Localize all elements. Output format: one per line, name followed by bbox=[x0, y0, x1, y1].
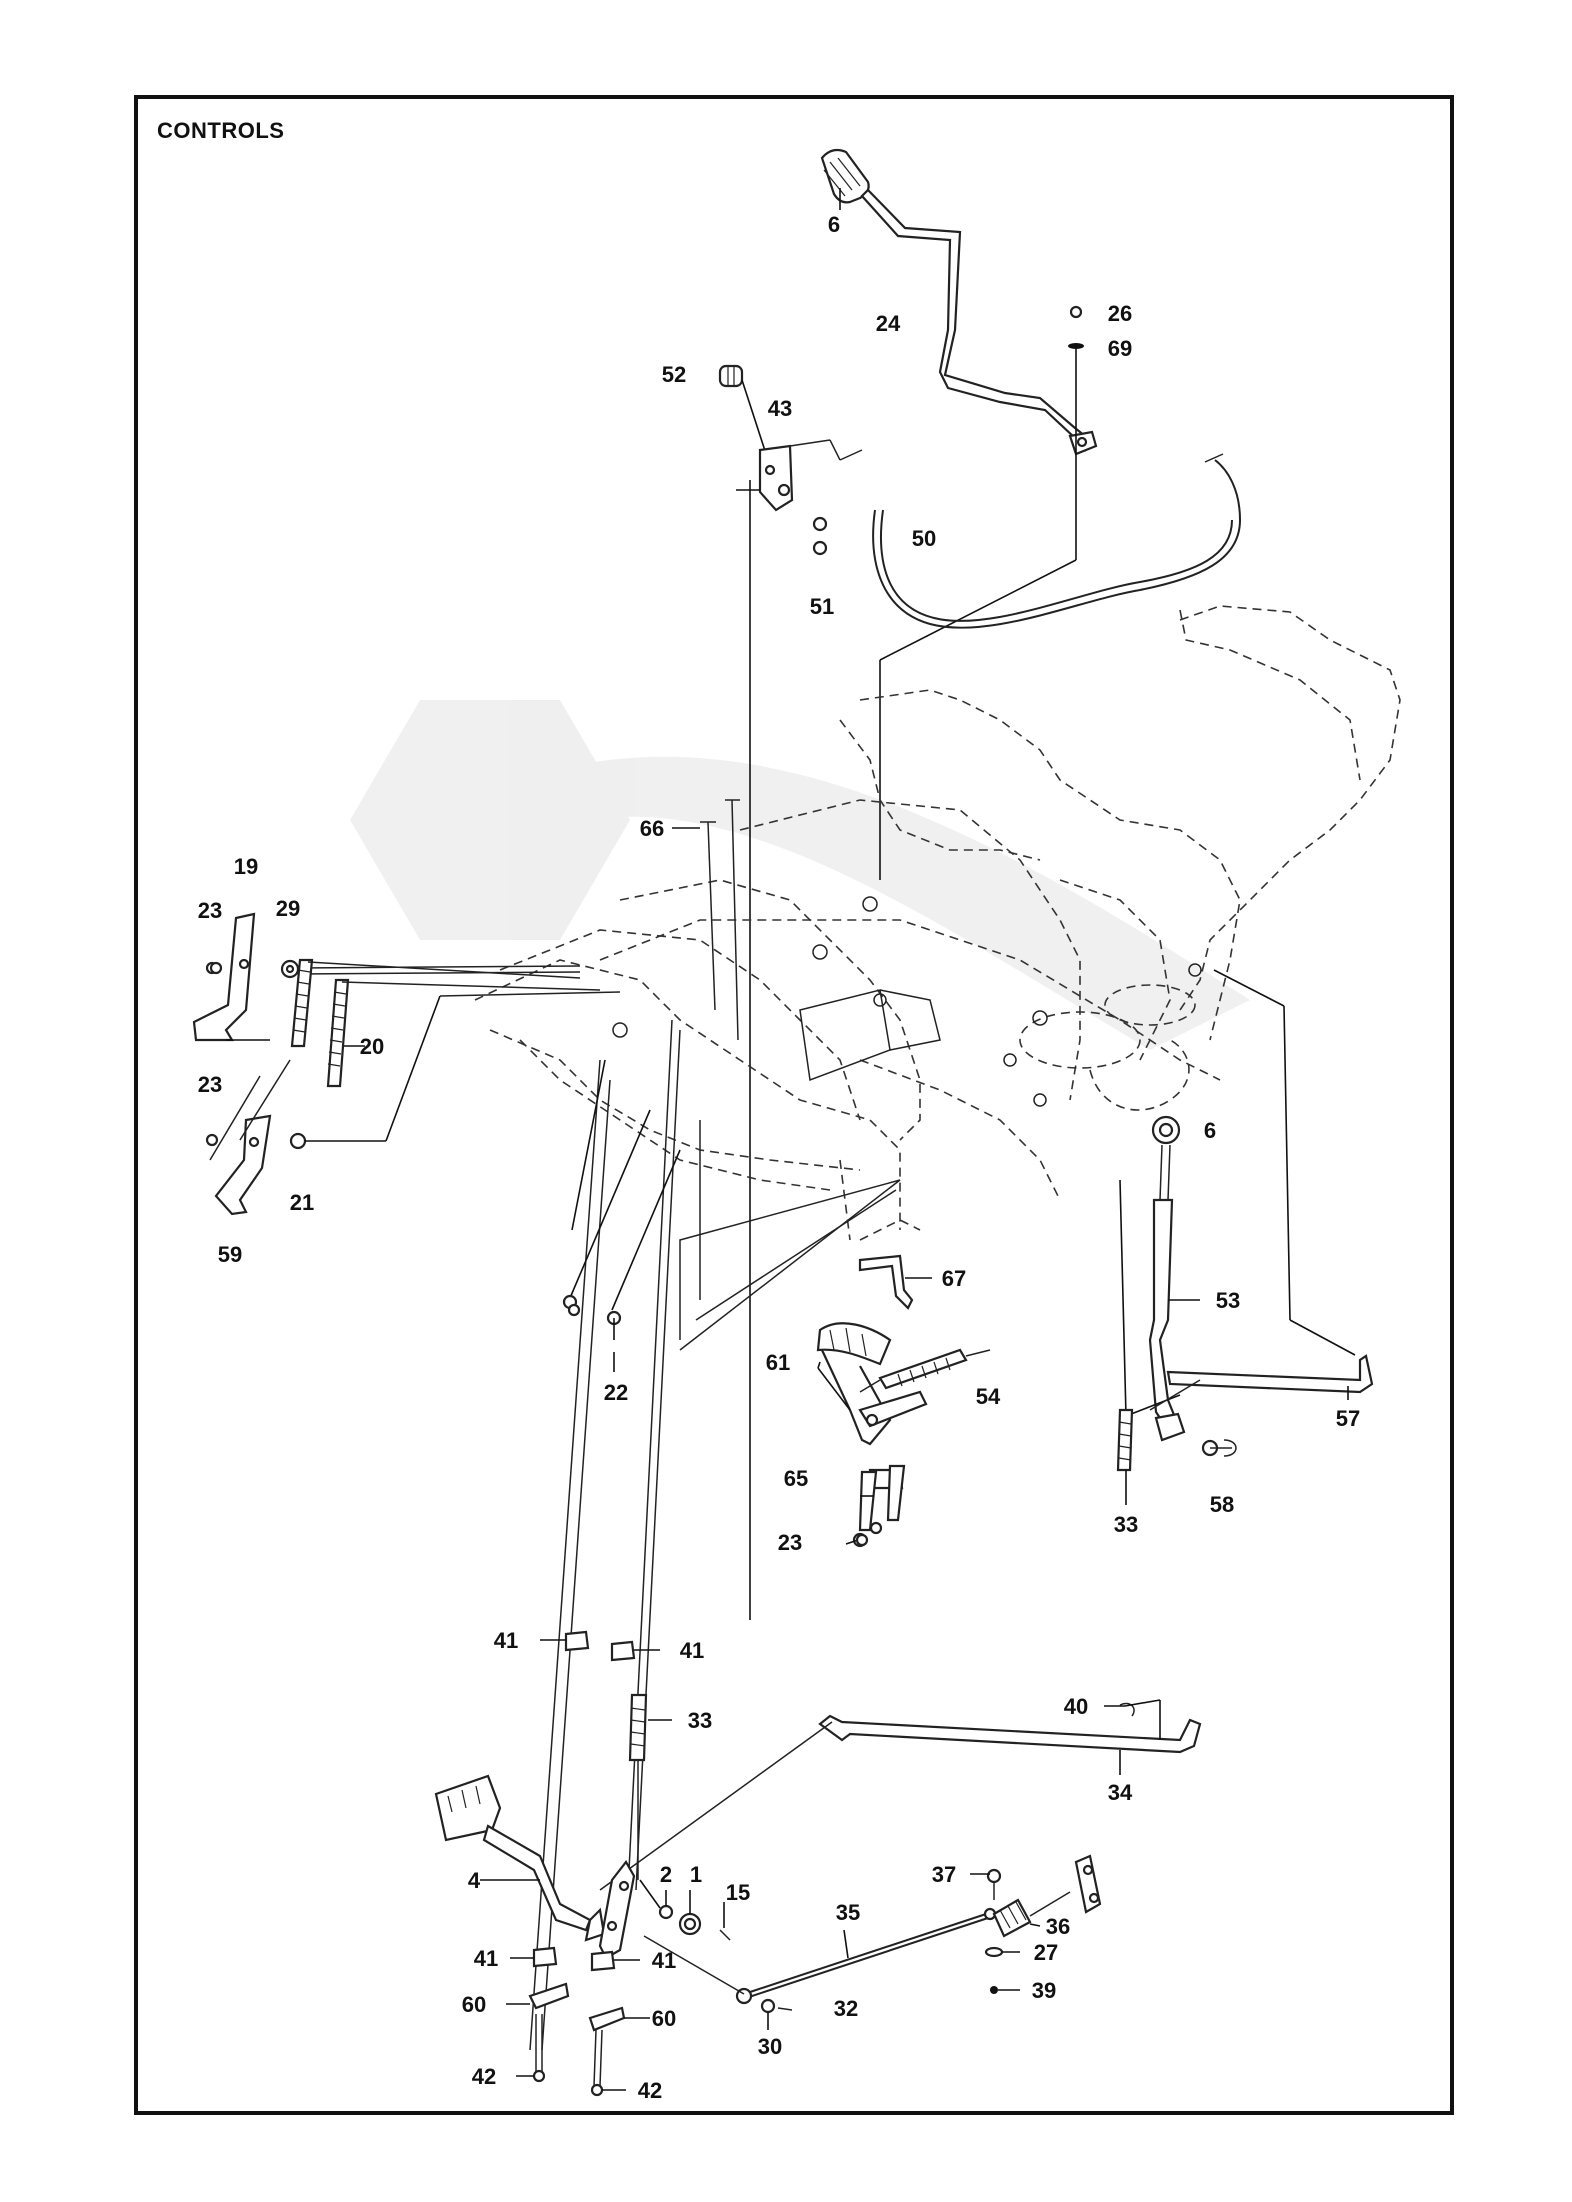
callout-23-a: 23 bbox=[198, 898, 222, 923]
callout-35: 35 bbox=[836, 1900, 860, 1925]
switch-bracket-and-cable bbox=[718, 364, 1242, 1620]
shift-lever-assembly bbox=[820, 148, 1098, 880]
callout-53: 53 bbox=[1216, 1288, 1240, 1313]
callout-37: 37 bbox=[932, 1862, 956, 1887]
callout-23-b: 23 bbox=[198, 1072, 222, 1097]
callout-42-b: 42 bbox=[638, 2078, 662, 2103]
callout-43: 43 bbox=[768, 396, 792, 421]
lower-linkage bbox=[434, 1630, 1202, 2097]
callout-60-b: 60 bbox=[652, 2006, 676, 2031]
callout-50: 50 bbox=[912, 526, 936, 551]
chassis-frame bbox=[474, 605, 1401, 1241]
callout-6-top: 6 bbox=[828, 212, 840, 237]
left-pedal-arms bbox=[192, 912, 621, 1216]
right-lift-lever bbox=[1116, 969, 1374, 1505]
callout-57: 57 bbox=[1336, 1406, 1360, 1431]
callout-39: 39 bbox=[1032, 1978, 1056, 2003]
callout-66: 66 bbox=[640, 816, 664, 841]
callout-69: 69 bbox=[1108, 336, 1132, 361]
diagram-frame bbox=[134, 95, 1454, 2115]
callout-65: 65 bbox=[784, 1466, 808, 1491]
callout-40: 40 bbox=[1064, 1694, 1088, 1719]
watermark-logo bbox=[350, 700, 1250, 1050]
callout-22: 22 bbox=[604, 1380, 628, 1405]
callout-54: 54 bbox=[976, 1384, 1001, 1409]
callout-41-d: 41 bbox=[652, 1948, 676, 1973]
callout-42-a: 42 bbox=[472, 2064, 496, 2089]
callout-52: 52 bbox=[662, 362, 686, 387]
callout-59: 59 bbox=[218, 1242, 242, 1267]
callout-33-a: 33 bbox=[1114, 1512, 1138, 1537]
link-rods bbox=[529, 799, 740, 2051]
callout-34: 34 bbox=[1108, 1780, 1133, 1805]
callout-41-c: 41 bbox=[474, 1946, 498, 1971]
callout-2: 2 bbox=[660, 1862, 672, 1887]
callout-30: 30 bbox=[758, 2034, 782, 2059]
callout-60-a: 60 bbox=[462, 1992, 486, 2017]
callout-29: 29 bbox=[276, 896, 300, 921]
callout-15: 15 bbox=[726, 1880, 750, 1905]
fasteners bbox=[209, 961, 869, 1547]
callout-19: 19 bbox=[234, 854, 258, 879]
callout-27: 27 bbox=[1034, 1940, 1058, 1965]
callout-1: 1 bbox=[690, 1862, 702, 1887]
callout-36: 36 bbox=[1046, 1914, 1070, 1939]
callout-58: 58 bbox=[1210, 1492, 1234, 1517]
callout-41-b: 41 bbox=[680, 1638, 704, 1663]
callout-26: 26 bbox=[1108, 301, 1132, 326]
callout-32: 32 bbox=[834, 1996, 858, 2021]
callout-4: 4 bbox=[468, 1868, 481, 1893]
callout-20: 20 bbox=[360, 1034, 384, 1059]
callout-24: 24 bbox=[876, 311, 901, 336]
callout-67: 67 bbox=[942, 1266, 966, 1291]
callout-33-b: 33 bbox=[688, 1708, 712, 1733]
callout-23-c: 23 bbox=[778, 1530, 802, 1555]
callout-61: 61 bbox=[766, 1350, 790, 1375]
callout-labels: 6 24 26 69 52 43 50 51 66 19 23 29 20 23… bbox=[198, 212, 1360, 2103]
callout-41-a: 41 bbox=[494, 1628, 518, 1653]
callout-51: 51 bbox=[810, 594, 834, 619]
callout-21: 21 bbox=[290, 1190, 314, 1215]
callout-6-right: 6 bbox=[1204, 1118, 1216, 1143]
page-title: CONTROLS bbox=[157, 118, 285, 143]
